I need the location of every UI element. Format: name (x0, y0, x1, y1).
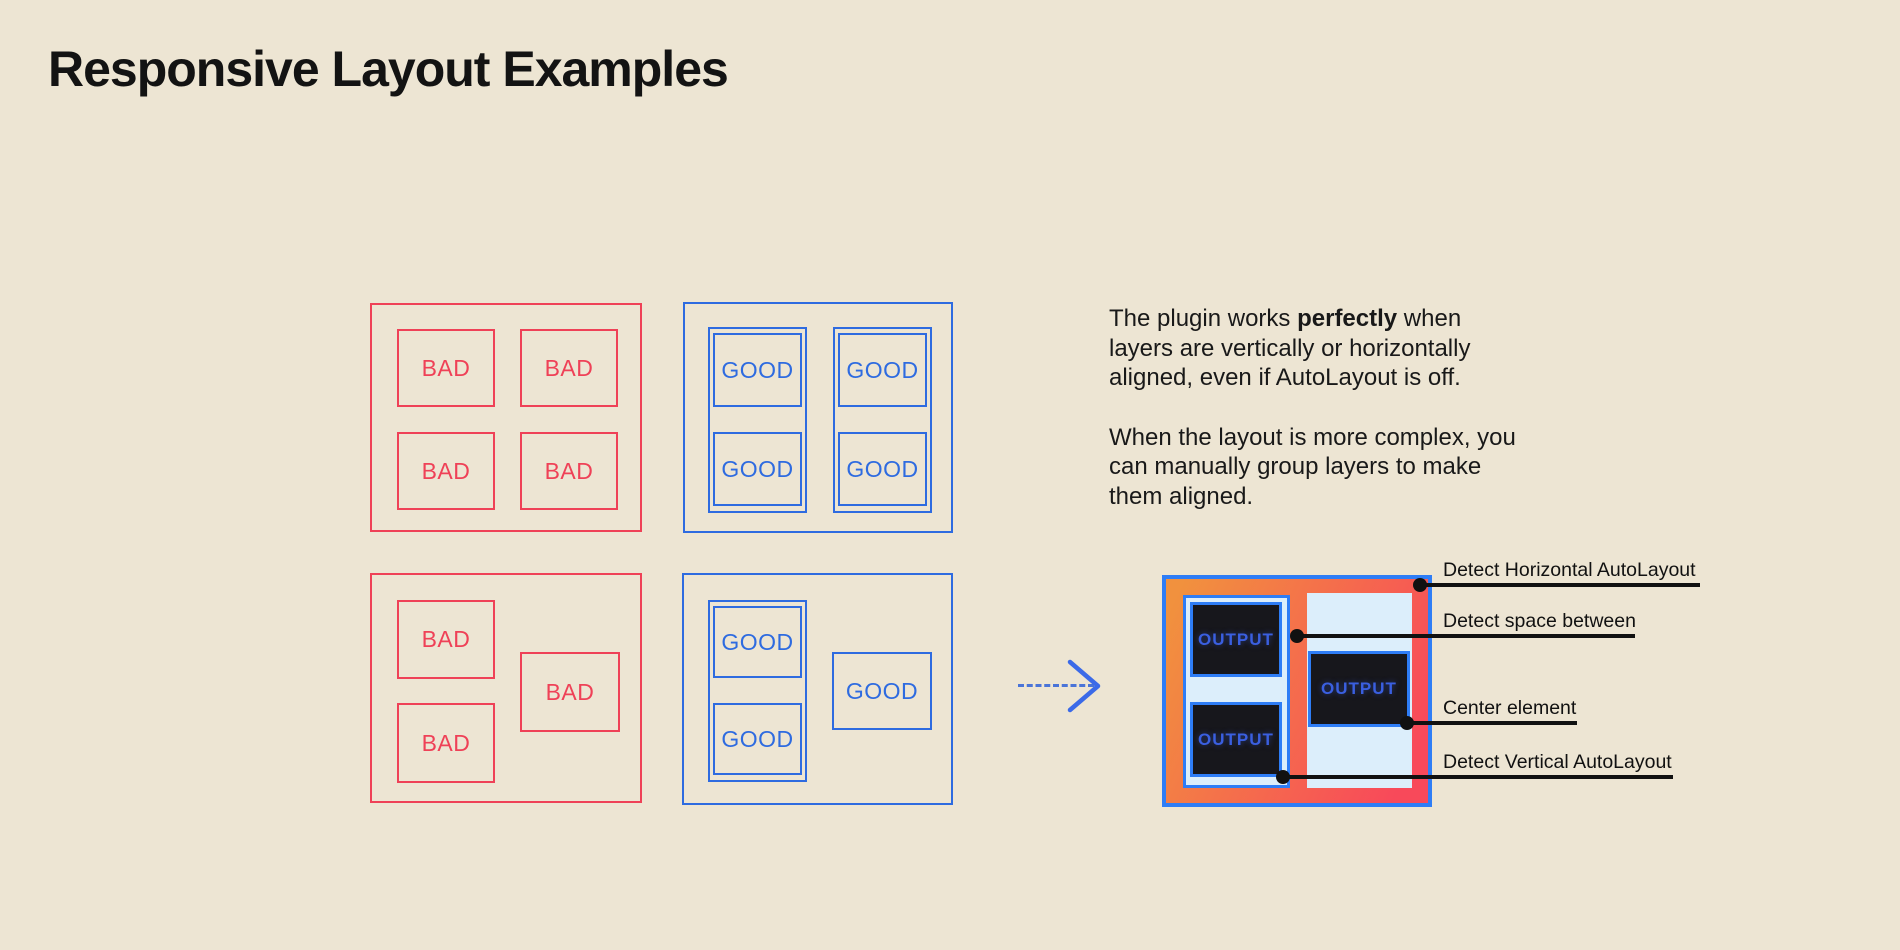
annotation-line (1297, 634, 1635, 638)
annotation-label: Detect space between (1443, 610, 1636, 632)
bad-box: BAD (397, 600, 495, 679)
annotation-dot (1413, 578, 1427, 592)
example-misaligned-bad-frame: BAD BAD BAD (370, 573, 642, 803)
annotation-dot (1400, 716, 1414, 730)
bad-box: BAD (397, 703, 495, 783)
bad-box: BAD (520, 329, 618, 407)
description-text: The plugin works perfectly when layers a… (1109, 304, 1629, 511)
arrow-head-icon (1067, 659, 1101, 713)
description-bold-word: perfectly (1297, 305, 1398, 332)
bad-box-label: BAD (421, 354, 471, 381)
good-box-label: GOOD (846, 356, 919, 383)
page-title: Responsive Layout Examples (48, 41, 729, 97)
annotation-label: Detect Horizontal AutoLayout (1443, 559, 1696, 581)
bad-box-label: BAD (544, 354, 594, 381)
good-box-label: GOOD (721, 628, 794, 655)
output-box-label: OUTPUT (1321, 679, 1397, 698)
good-box: GOOD (832, 652, 932, 730)
bad-box: BAD (520, 432, 618, 510)
good-box-label: GOOD (721, 725, 794, 752)
bad-box-label: BAD (421, 457, 471, 484)
good-group-column: GOOD GOOD (833, 327, 932, 513)
output-box: OUTPUT (1190, 602, 1282, 677)
description-segment: The plugin works (1109, 305, 1298, 332)
arrow-dashed-line (1018, 684, 1094, 687)
output-box: OUTPUT (1308, 651, 1410, 727)
bad-box: BAD (520, 652, 620, 732)
good-box-label: GOOD (845, 677, 919, 704)
description-paragraph-2: When the layout is more complex, you can… (1109, 423, 1516, 510)
bad-box-label: BAD (545, 678, 595, 705)
good-group-column: GOOD GOOD (708, 327, 807, 513)
bad-box: BAD (397, 432, 495, 510)
good-box-label: GOOD (846, 455, 919, 482)
annotation-label: Center element (1443, 697, 1577, 719)
good-box: GOOD (713, 703, 802, 775)
bad-box-label: BAD (544, 457, 594, 484)
good-group-column: GOOD GOOD (708, 600, 807, 782)
good-box: GOOD (713, 606, 802, 678)
good-box: GOOD (838, 432, 927, 506)
output-preview-frame: OUTPUT OUTPUT OUTPUT (1162, 575, 1432, 807)
good-box: GOOD (713, 432, 802, 506)
example-aligned-bad-frame: BAD BAD BAD BAD (370, 303, 642, 532)
bad-box-label: BAD (421, 729, 471, 756)
good-box-label: GOOD (721, 455, 794, 482)
output-box-label: OUTPUT (1198, 729, 1274, 749)
annotation-dot (1290, 629, 1304, 643)
description-segment: when layers are vertically or horizontal… (1109, 305, 1471, 391)
output-left-group: OUTPUT OUTPUT (1183, 595, 1290, 788)
annotation-line (1283, 775, 1673, 779)
annotation-label: Detect Vertical AutoLayout (1443, 751, 1672, 773)
output-box-label: OUTPUT (1198, 629, 1274, 649)
annotation-dot (1276, 770, 1290, 784)
description-paragraph-1: The plugin works perfectly when layers a… (1109, 304, 1629, 393)
example-grouped-good-frame: GOOD GOOD GOOD (682, 573, 953, 805)
good-box-label: GOOD (721, 356, 794, 383)
example-aligned-good-frame: GOOD GOOD GOOD GOOD (683, 302, 953, 533)
output-box: OUTPUT (1190, 702, 1282, 777)
bad-box: BAD (397, 329, 495, 407)
annotation-line (1420, 583, 1700, 587)
annotation-line (1407, 721, 1577, 725)
good-box: GOOD (838, 333, 927, 407)
bad-box-label: BAD (421, 626, 471, 652)
good-box: GOOD (713, 333, 802, 407)
